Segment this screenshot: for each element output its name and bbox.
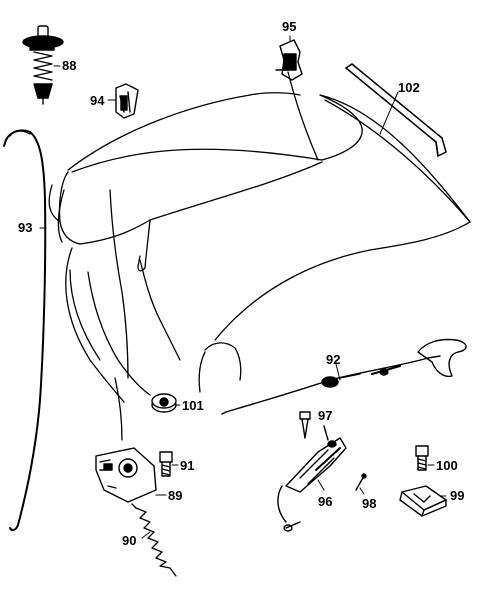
part-94-clip: [115, 83, 139, 119]
callout-89: 89: [168, 488, 182, 503]
callout-99: 99: [450, 488, 464, 503]
part-92-release-cable: [221, 338, 467, 415]
callout-labels: 88 89 90 91 92 93 94 95 96 97 98 99 100 …: [18, 19, 464, 548]
part-96-safety-catch: [277, 425, 347, 532]
part-97-screw: [299, 411, 311, 439]
callout-94: 94: [90, 93, 105, 108]
callout-88: 88: [62, 58, 76, 73]
callout-101: 101: [182, 398, 204, 413]
part-93-bonnet-prop-rod: [3, 129, 47, 532]
callout-92: 92: [326, 352, 340, 367]
bonnet-body-outline: [48, 71, 471, 441]
part-90-spring: [131, 503, 177, 577]
part-88-buffer-stud: [22, 25, 64, 105]
callout-95: 95: [282, 19, 296, 34]
part-95-catch-bracket: [275, 39, 303, 81]
callout-100: 100: [436, 458, 458, 473]
part-101-grommet: [151, 393, 177, 413]
leader-lines: [39, 35, 447, 539]
callout-96: 96: [318, 494, 332, 509]
part-91-bolt: [159, 451, 173, 477]
callout-93: 93: [18, 220, 32, 235]
part-98-pin: [355, 473, 367, 491]
part-102-sealing-strip: [345, 63, 447, 157]
callout-102: 102: [398, 80, 420, 95]
callout-91: 91: [180, 458, 194, 473]
callout-90: 90: [122, 533, 136, 548]
part-89-catch-plate: [95, 447, 157, 503]
callout-98: 98: [362, 496, 376, 511]
part-99-spire-clip: [399, 485, 447, 517]
part-100-bolt: [415, 445, 429, 471]
callout-97: 97: [318, 408, 332, 423]
